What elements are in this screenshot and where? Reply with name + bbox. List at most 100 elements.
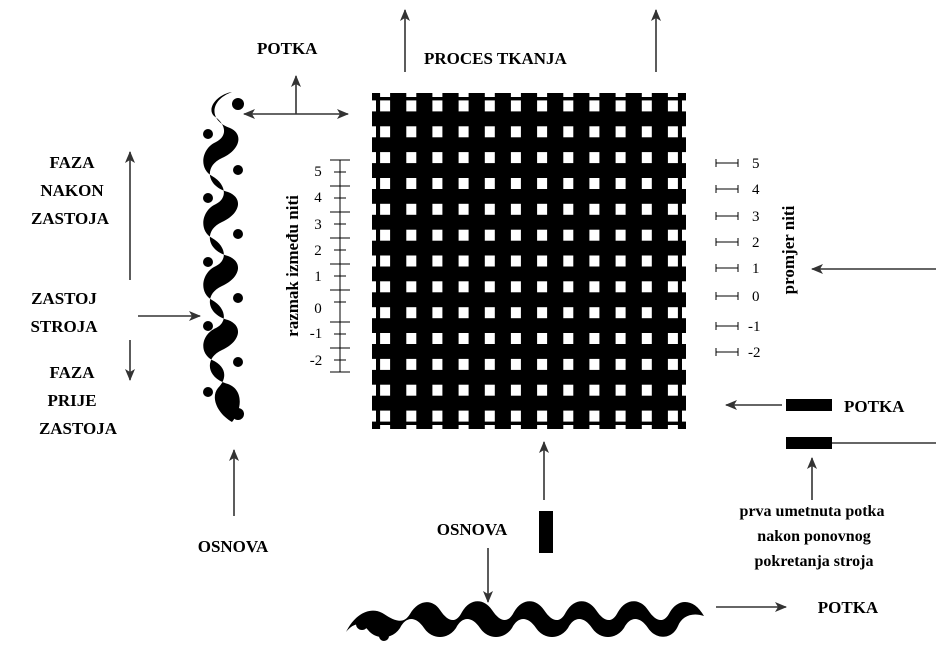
fabric-edge-notch	[615, 93, 626, 97]
fabric-hole	[458, 358, 469, 370]
left-scale-label: 3	[314, 217, 322, 233]
fabric-edge-notch	[641, 93, 652, 97]
fabric-edge-notch	[372, 281, 376, 293]
right-scale-label: 5	[752, 156, 760, 172]
fabric-edge-notch	[372, 126, 376, 138]
fabric-hole	[406, 333, 417, 344]
fabric-hole	[615, 358, 626, 370]
label-razmak: razmak između niti	[283, 195, 302, 337]
right-scale-label: -1	[748, 319, 761, 335]
fabric-edge-notch	[667, 93, 678, 97]
fabric-hole	[510, 229, 521, 241]
fabric-edge-notch	[510, 425, 521, 429]
fabric-hole	[406, 255, 417, 267]
fabric-hole	[432, 255, 443, 267]
fabric-hole	[615, 255, 626, 267]
fabric-hole	[563, 126, 574, 138]
fabric-hole	[537, 229, 548, 241]
fabric-hole	[537, 333, 548, 344]
fabric-hole	[589, 178, 600, 189]
fabric-hole	[589, 203, 600, 215]
fabric-hole	[432, 333, 443, 344]
label-proces-tkanja: PROCES TKANJA	[424, 49, 568, 68]
fabric-hole	[406, 152, 417, 164]
right-scale: 5 4 3 2 1 0 -1 -2	[715, 156, 761, 361]
fabric-edge-notch	[682, 229, 686, 241]
fabric-hole	[432, 100, 443, 112]
fabric-hole	[432, 152, 443, 164]
fabric-hole	[641, 100, 652, 112]
fabric-hole	[380, 100, 391, 112]
label-potka-top: POTKA	[257, 39, 318, 58]
fabric-hole	[484, 358, 495, 370]
right-scale-label: 3	[752, 209, 760, 225]
fabric-hole	[615, 410, 626, 422]
fabric-hole	[510, 203, 521, 215]
fabric-hole	[563, 358, 574, 370]
left-thread-nubs	[203, 98, 244, 420]
fabric-hole	[380, 307, 391, 319]
left-wavy-thread	[203, 92, 240, 422]
fabric-hole	[537, 255, 548, 267]
label-faza-prije-1: FAZA	[49, 363, 95, 382]
fabric-edge-notch	[682, 203, 686, 215]
fabric-hole	[484, 229, 495, 241]
label-potka-right: POTKA	[844, 397, 905, 416]
fabric-grid	[372, 93, 686, 429]
fabric-hole	[563, 229, 574, 241]
fabric-hole	[380, 255, 391, 267]
fabric-hole	[589, 255, 600, 267]
fabric-hole	[510, 178, 521, 189]
fabric-hole	[380, 178, 391, 189]
fabric-hole	[537, 178, 548, 189]
fabric-hole	[589, 100, 600, 112]
fabric-hole	[667, 307, 678, 319]
fabric-hole	[563, 152, 574, 164]
fabric-hole	[406, 178, 417, 189]
fabric-hole	[406, 384, 417, 396]
fabric-hole	[563, 178, 574, 189]
fabric-hole	[406, 203, 417, 215]
fabric-hole	[667, 126, 678, 138]
fabric-hole	[458, 281, 469, 293]
fabric-hole	[406, 307, 417, 319]
fabric-hole	[537, 281, 548, 293]
fabric-hole	[380, 203, 391, 215]
label-prva-1: prva umetnuta potka	[740, 503, 885, 520]
fabric-edge-notch	[682, 178, 686, 189]
fabric-edge-notch	[432, 425, 443, 429]
fabric-hole	[667, 281, 678, 293]
fabric-edge-notch	[537, 425, 548, 429]
fabric-hole	[484, 410, 495, 422]
fabric-hole	[458, 203, 469, 215]
fabric-hole	[484, 178, 495, 189]
fabric-edge-notch	[372, 100, 376, 112]
label-faza-prije-3: ZASTOJA	[39, 419, 118, 438]
fabric-hole	[589, 229, 600, 241]
fabric-hole	[510, 307, 521, 319]
left-scale-label: 0	[314, 301, 322, 317]
right-scale-label: 0	[752, 289, 760, 305]
fabric-hole	[667, 203, 678, 215]
fabric-hole	[380, 229, 391, 241]
fabric-hole	[432, 281, 443, 293]
arrows	[125, 9, 936, 612]
fabric-hole	[563, 384, 574, 396]
fabric-hole	[510, 126, 521, 138]
fabric-hole	[563, 255, 574, 267]
fabric-hole	[510, 384, 521, 396]
fabric-hole	[667, 410, 678, 422]
fabric-hole	[432, 229, 443, 241]
fabric-hole	[615, 229, 626, 241]
fabric-hole	[458, 178, 469, 189]
right-scale-label: 1	[752, 261, 760, 277]
fabric-hole	[641, 384, 652, 396]
fabric-hole	[432, 178, 443, 189]
right-scale-label: 4	[752, 182, 760, 198]
fabric-hole	[563, 410, 574, 422]
fabric-edge-notch	[682, 358, 686, 370]
fabric-hole	[458, 100, 469, 112]
fabric-hole	[380, 152, 391, 164]
fabric-hole	[589, 152, 600, 164]
